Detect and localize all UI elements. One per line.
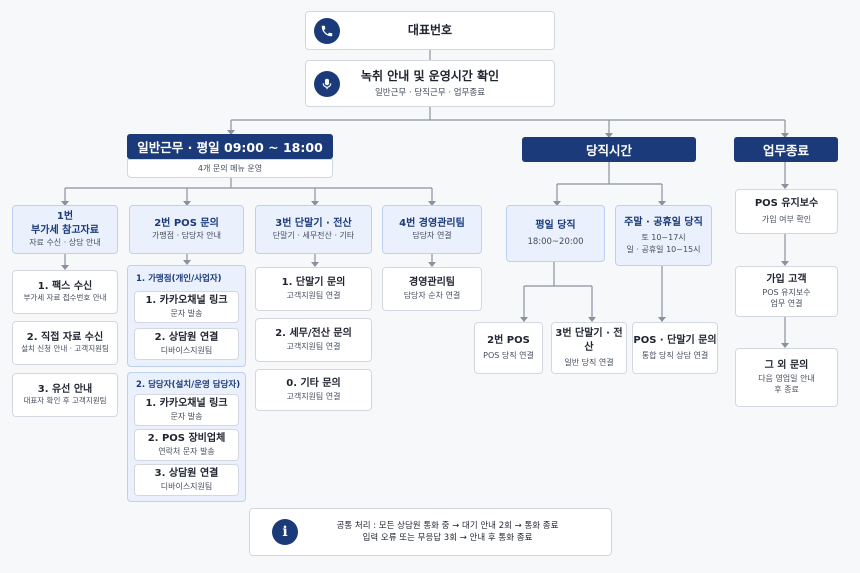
closed-item: POS 유지보수 가입 여부 확인: [735, 189, 838, 234]
menu1-node: 1번 부가세 참고자료 자료 수신 · 상담 안내: [12, 205, 118, 254]
menu1-item: 2. 직접 자료 수신 설치 신청 안내 · 고객지원팀: [12, 321, 118, 365]
menu2-group2-item: 3. 상담원 연결 디바이스지원팀: [134, 464, 239, 496]
greeting-title: 녹취 안내 및 운영시간 확인: [360, 68, 500, 83]
microphone-icon: [314, 71, 340, 97]
menu3-item: 1. 단말기 문의 고객지원팀 연결: [255, 267, 372, 311]
general-hours-sub: 4개 문의 메뉴 운영: [127, 159, 333, 178]
closed-hours-header: 업무종료: [734, 137, 838, 162]
menu4-node: 4번 경영관리팀 담당자 연결: [382, 205, 482, 254]
common-note: i 공통 처리 : 모든 상담원 통화 중 → 대기 안내 2회 → 통화 종료…: [249, 508, 612, 556]
menu3-item: 0. 기타 문의 고객지원팀 연결: [255, 369, 372, 411]
duty-item: POS · 단말기 문의 통합 당직 상담 연결: [632, 322, 718, 374]
menu2-node: 2번 POS 문의 가맹점 · 담당자 안내: [129, 205, 244, 254]
greeting-node: 녹취 안내 및 운영시간 확인 일반근무 · 당직근무 · 업무종료: [305, 60, 555, 107]
menu4-item: 경영관리팀 담당자 순차 연결: [382, 267, 482, 311]
common-note-line2: 입력 오류 또는 무응답 3회 → 안내 후 통화 종료: [362, 533, 533, 543]
info-icon: i: [272, 519, 298, 545]
menu2-group1-item: 2. 상담원 연결 디바이스지원팀: [134, 328, 239, 360]
closed-item: 그 외 문의 다음 영업일 안내 후 종료: [735, 348, 838, 407]
menu2-group1-label: 1. 가맹점(개인/사업자): [136, 274, 222, 284]
duty-hours-header: 당직시간: [522, 137, 696, 162]
duty-weekend-node: 주말 · 공휴일 당직 토 10~17시 일 · 공휴일 10~15시: [615, 205, 712, 266]
menu1-item: 3. 유선 안내 대표자 확인 후 고객지원팀: [12, 373, 118, 417]
phone-icon: [314, 18, 340, 44]
main-number-node: 대표번호: [305, 11, 555, 50]
common-note-line1: 공통 처리 : 모든 상담원 통화 중 → 대기 안내 2회 → 통화 종료: [336, 520, 559, 531]
duty-item: 2번 POS POS 당직 연결: [474, 322, 543, 374]
closed-item: 가입 고객 POS 유지보수 업무 연결: [735, 266, 838, 317]
menu2-group2-item: 2. POS 장비업체 연락처 문자 발송: [134, 429, 239, 461]
duty-item: 3번 단말기 · 전산 일반 당직 연결: [551, 322, 627, 374]
general-hours-header: 일반근무 · 평일 09:00 ~ 18:00: [127, 134, 333, 159]
menu1-item: 1. 팩스 수신 부가세 자료 접수번호 안내: [12, 270, 118, 314]
menu3-node: 3번 단말기 · 전산 단말기 · 세무전산 · 기타: [255, 205, 372, 254]
menu3-item: 2. 세무/전산 문의 고객지원팀 연결: [255, 318, 372, 362]
main-number-title: 대표번호: [407, 23, 453, 38]
duty-weekday-node: 평일 당직 18:00~20:00: [506, 205, 605, 262]
menu2-group2-item: 1. 카카오채널 링크 문자 발송: [134, 394, 239, 426]
greeting-subtitle: 일반근무 · 당직근무 · 업무종료: [374, 87, 486, 98]
menu2-group2-label: 2. 담당자(설치/운영 담당자): [136, 380, 241, 390]
menu2-group1-item: 1. 카카오채널 링크 문자 발송: [134, 291, 239, 323]
